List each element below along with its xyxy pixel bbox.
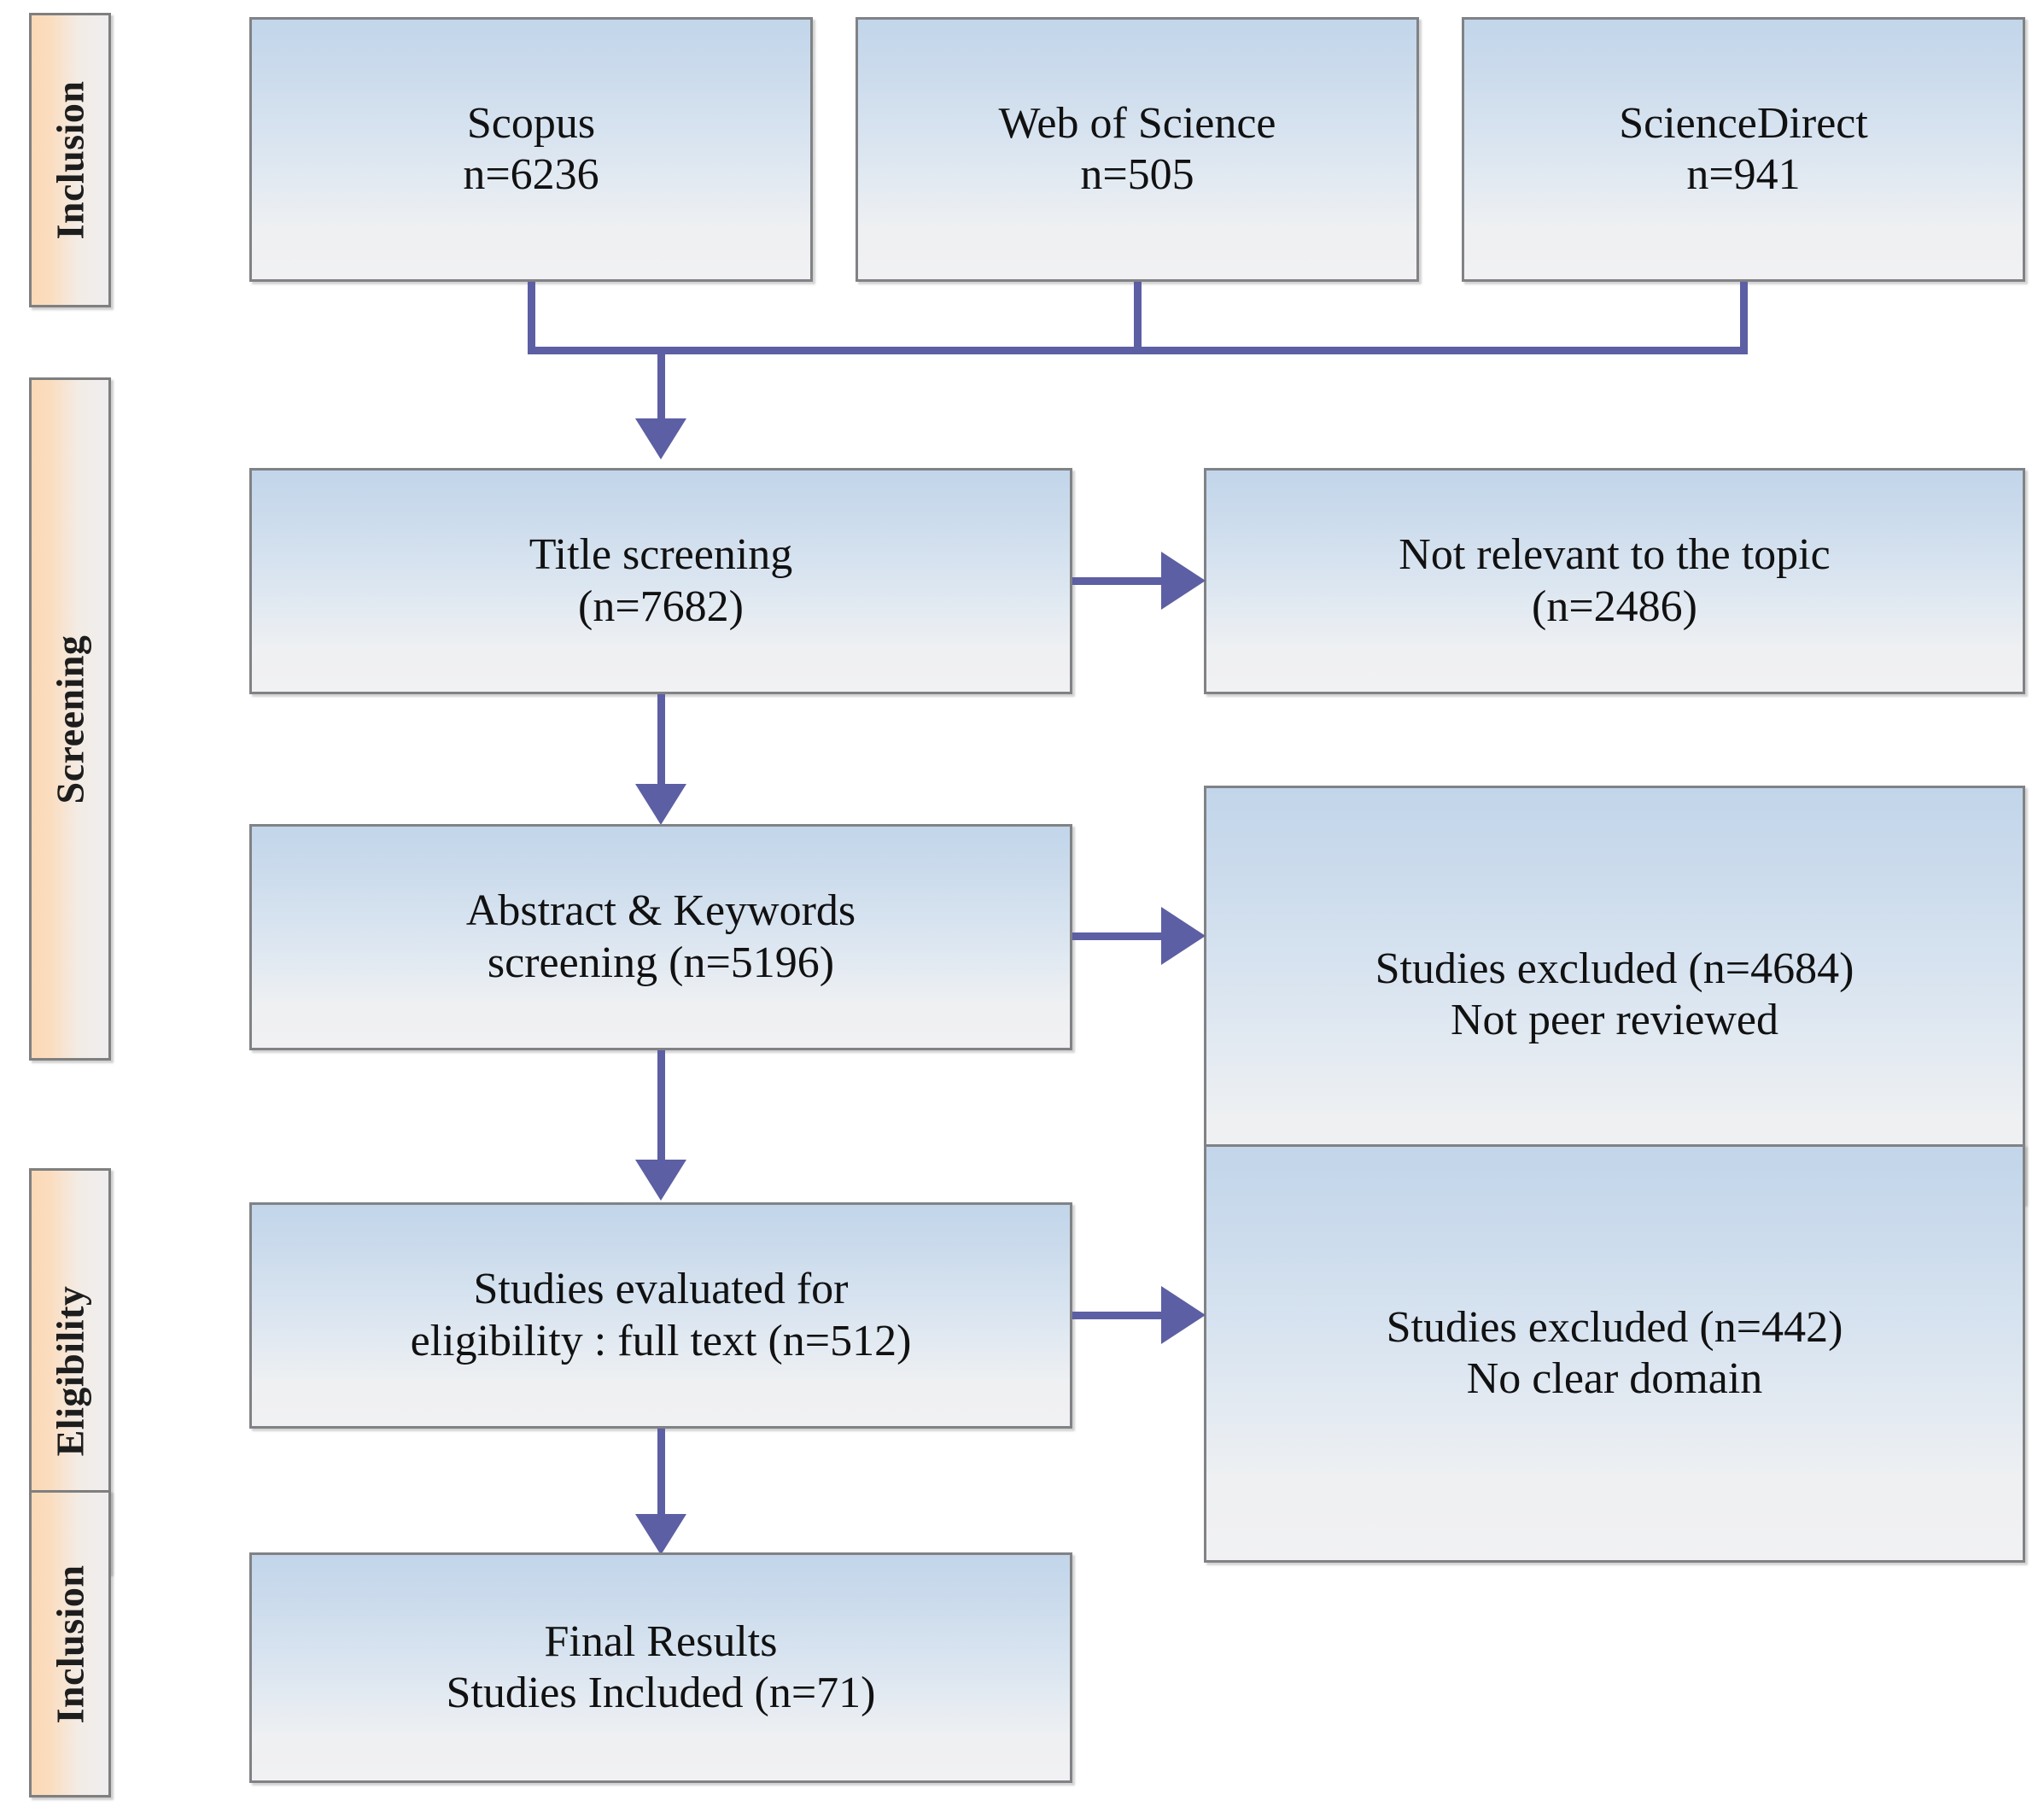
stage-tab-screening: Screening bbox=[29, 377, 111, 1061]
flow-box-fulltext-eligibility: Studies evaluated for eligibility : full… bbox=[249, 1202, 1072, 1429]
source-box-scopus: Scopus n=6236 bbox=[249, 17, 813, 282]
arrow-fulltext-to-excluded-icon bbox=[1161, 1286, 1206, 1344]
flow-box-fulltext-eligibility-text: Studies evaluated for eligibility : full… bbox=[410, 1265, 912, 1365]
arrow-title-to-abstract-icon bbox=[635, 784, 686, 825]
stage-label-screening: Screening bbox=[48, 634, 92, 804]
arrow-abstract-to-fulltext-icon bbox=[635, 1160, 686, 1201]
flow-box-fulltext-excluded: Studies excluded (n=442) No clear domain bbox=[1204, 1144, 2025, 1563]
source-box-scopus-text: Scopus n=6236 bbox=[463, 98, 599, 199]
arrow-merge-to-title-icon bbox=[635, 418, 686, 459]
stage-label-inclusion-bottom: Inclusion bbox=[48, 1564, 92, 1724]
flow-box-title-excluded: Not relevant to the topic (n=2486) bbox=[1204, 468, 2025, 694]
source-box-science-direct-text: ScienceDirect n=941 bbox=[1619, 98, 1868, 199]
flow-box-abstract-screening-text: Abstract & Keywords screening (n=5196) bbox=[465, 886, 856, 987]
stage-tab-inclusion-bottom: Inclusion bbox=[29, 1490, 111, 1798]
flow-box-title-screening: Title screening (n=7682) bbox=[249, 468, 1072, 694]
flow-box-fulltext-excluded-text: Studies excluded (n=442) No clear domain bbox=[1386, 1302, 1843, 1403]
flow-box-final-results: Final Results Studies Included (n=71) bbox=[249, 1552, 1072, 1783]
flow-box-abstract-excluded: Studies excluded (n=4684) Not peer revie… bbox=[1204, 786, 2025, 1204]
source-box-web-of-science: Web of Science n=505 bbox=[856, 17, 1419, 282]
stage-label-inclusion-top: Inclusion bbox=[48, 80, 92, 240]
connector-abstract-to-fulltext bbox=[657, 1050, 665, 1170]
connector-title-to-excluded bbox=[1072, 577, 1168, 585]
connector-merge-bar bbox=[528, 347, 1748, 354]
connector-fulltext-to-final bbox=[657, 1429, 665, 1523]
connector-fulltext-to-excluded bbox=[1072, 1312, 1168, 1319]
flow-box-abstract-excluded-text: Studies excluded (n=4684) Not peer revie… bbox=[1375, 944, 1854, 1044]
connector-title-to-abstract bbox=[657, 694, 665, 792]
source-box-science-direct: ScienceDirect n=941 bbox=[1462, 17, 2025, 282]
connector-wos-drop bbox=[1134, 282, 1142, 353]
connector-abstract-to-excluded bbox=[1072, 932, 1168, 940]
stage-label-eligibility: Eligibility bbox=[48, 1285, 92, 1457]
flow-box-title-excluded-text: Not relevant to the topic (n=2486) bbox=[1399, 530, 1831, 631]
flow-box-abstract-screening: Abstract & Keywords screening (n=5196) bbox=[249, 824, 1072, 1050]
flow-box-title-screening-text: Title screening (n=7682) bbox=[529, 530, 793, 631]
source-box-web-of-science-text: Web of Science n=505 bbox=[998, 98, 1276, 199]
connector-scopus-drop bbox=[528, 282, 535, 353]
connector-merge-to-title bbox=[657, 347, 665, 428]
arrow-abstract-to-excluded-icon bbox=[1161, 907, 1206, 965]
connector-sciencedirect-drop bbox=[1740, 282, 1748, 353]
arrow-title-to-excluded-icon bbox=[1161, 552, 1206, 610]
flow-box-final-results-text: Final Results Studies Included (n=71) bbox=[446, 1616, 876, 1717]
stage-tab-inclusion-top: Inclusion bbox=[29, 13, 111, 307]
arrow-fulltext-to-final-icon bbox=[635, 1514, 686, 1555]
